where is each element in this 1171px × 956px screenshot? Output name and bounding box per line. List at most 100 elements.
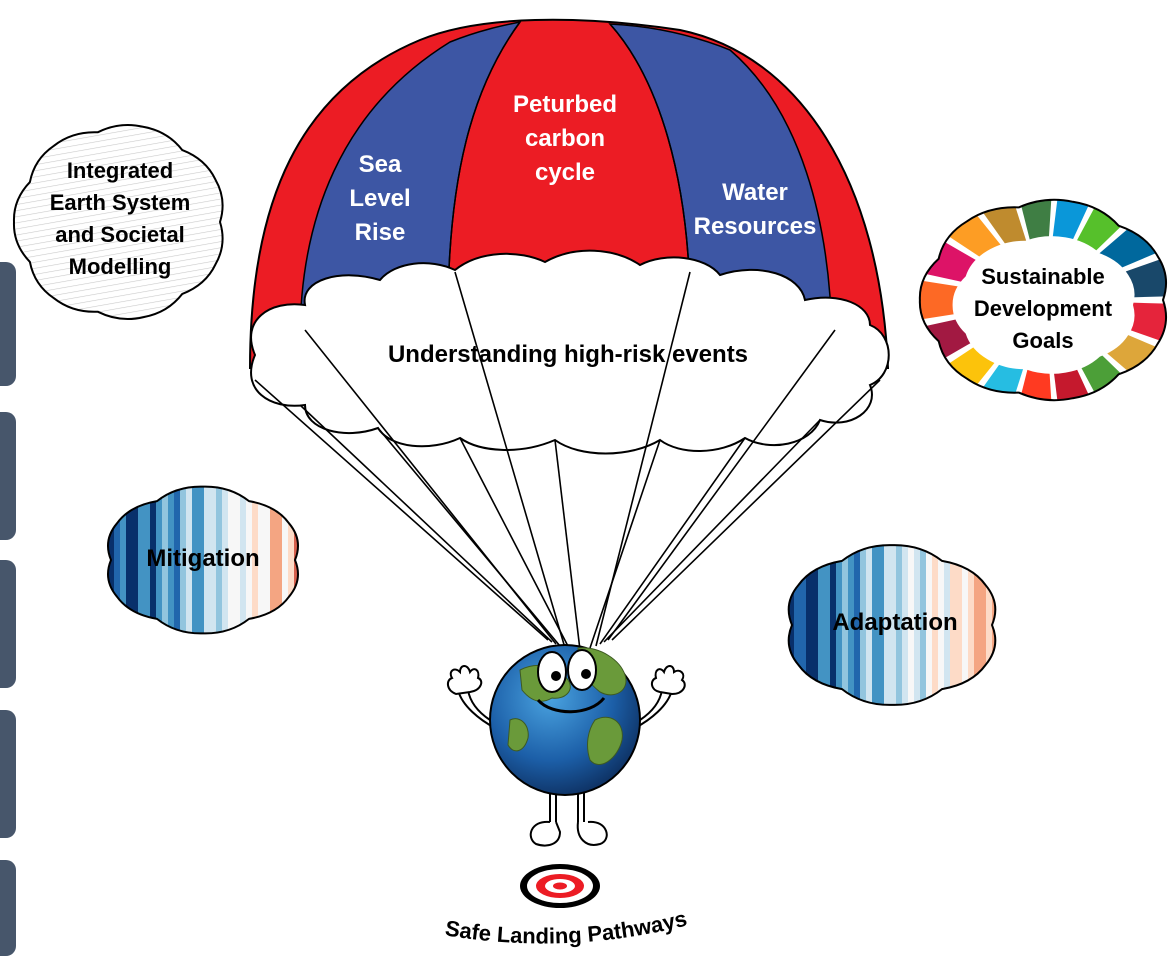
warming-stripe xyxy=(198,486,205,634)
warming-stripe xyxy=(162,486,169,634)
warming-stripe xyxy=(860,545,867,705)
warming-stripe xyxy=(288,486,295,634)
cloud-mitigation: Mitigation xyxy=(90,470,325,655)
warming-stripe xyxy=(836,545,843,705)
warming-stripe xyxy=(168,486,175,634)
warming-stripe xyxy=(282,486,289,634)
warming-stripe xyxy=(980,545,987,705)
warming-stripe xyxy=(216,486,223,634)
warming-stripe xyxy=(974,545,981,705)
warming-stripe xyxy=(192,486,199,634)
warming-stripe xyxy=(90,470,97,655)
warming-stripe xyxy=(252,486,259,634)
warming-stripe xyxy=(914,545,921,705)
label-modelling-3: and Societal xyxy=(55,222,185,247)
warming-stripe xyxy=(938,545,945,705)
warming-stripe xyxy=(108,486,115,634)
label-carbon-cycle-2: carbon xyxy=(525,125,605,152)
canopy-panel-center xyxy=(447,21,691,301)
warming-stripe xyxy=(770,530,777,720)
cloud-adaptation: Adaptation xyxy=(770,530,1005,720)
warming-stripe xyxy=(944,545,951,705)
warming-stripe xyxy=(806,545,813,705)
label-carbon-cycle-3: cycle xyxy=(535,159,595,186)
warming-stripe xyxy=(300,470,307,655)
warming-stripe xyxy=(246,486,253,634)
side-tab-2[interactable] xyxy=(0,412,16,540)
left-eye xyxy=(537,651,567,693)
warming-stripe xyxy=(854,545,861,705)
label-modelling-1: Integrated xyxy=(67,158,173,183)
label-sea-level-rise-1: Sea xyxy=(359,151,402,178)
warming-stripe xyxy=(962,545,969,705)
warming-stripe xyxy=(107,486,109,634)
target-icon xyxy=(520,864,600,908)
warming-stripe xyxy=(872,545,879,705)
side-tab-3[interactable] xyxy=(0,560,16,688)
warming-stripe xyxy=(96,470,103,655)
warming-stripe xyxy=(932,545,939,705)
label-sea-level-rise-3: Rise xyxy=(355,219,406,246)
legs xyxy=(549,780,585,826)
warming-stripe xyxy=(926,545,933,705)
warming-stripe xyxy=(884,545,891,705)
earth-character xyxy=(446,644,686,847)
warming-stripe xyxy=(794,545,801,705)
warming-stripe xyxy=(986,545,993,705)
left-foot xyxy=(529,820,562,847)
label-mitigation: Mitigation xyxy=(146,545,259,572)
warming-stripe xyxy=(210,486,217,634)
canopy-skirt xyxy=(250,249,890,455)
side-tab-1[interactable] xyxy=(0,262,16,386)
warming-stripe xyxy=(890,545,897,705)
warming-stripe xyxy=(276,486,283,634)
warming-stripe xyxy=(114,486,121,634)
warming-stripe xyxy=(126,486,133,634)
side-tab-4[interactable] xyxy=(0,710,16,838)
warming-stripe xyxy=(776,530,783,720)
label-carbon-cycle-1: Peturbed xyxy=(513,91,617,118)
warming-stripe xyxy=(144,486,151,634)
warming-stripe xyxy=(306,470,313,655)
warming-stripe xyxy=(186,486,193,634)
warming-stripe xyxy=(800,545,807,705)
warming-stripe xyxy=(956,545,963,705)
warming-stripe xyxy=(312,470,319,655)
label-sdg-2: Development xyxy=(974,296,1113,321)
warming-stripe xyxy=(782,530,789,720)
warming-stripe xyxy=(818,545,825,705)
label-modelling-2: Earth System xyxy=(50,190,191,215)
warming-stripe xyxy=(132,486,139,634)
warming-stripe xyxy=(830,545,837,705)
warming-stripe xyxy=(842,545,849,705)
warming-stripe xyxy=(156,486,163,634)
warming-stripe xyxy=(234,486,241,634)
warming-stripe xyxy=(920,545,927,705)
warming-stripe xyxy=(902,545,909,705)
warming-stripe xyxy=(968,545,975,705)
right-foot xyxy=(576,820,608,846)
right-pupil xyxy=(581,669,591,679)
warming-stripe xyxy=(318,470,325,655)
warming-stripe xyxy=(950,545,957,705)
right-eye xyxy=(567,649,597,691)
warming-stripe xyxy=(258,486,265,634)
warming-stripe xyxy=(228,486,235,634)
warming-stripe xyxy=(896,545,903,705)
label-water-resources-2: Resources xyxy=(694,213,817,240)
label-high-risk-events: Understanding high-risk events xyxy=(388,341,748,368)
side-tab-5[interactable] xyxy=(0,860,16,956)
label-modelling-4: Modelling xyxy=(69,254,172,279)
label-sdg-1: Sustainable xyxy=(981,264,1104,289)
warming-stripe xyxy=(204,486,211,634)
label-sea-level-rise-2: Level xyxy=(349,185,410,212)
warming-stripe xyxy=(180,486,187,634)
right-hand xyxy=(650,665,686,696)
warming-stripe xyxy=(848,545,855,705)
warming-stripe xyxy=(120,486,127,634)
warming-stripe xyxy=(222,486,229,634)
warming-stripe xyxy=(908,545,915,705)
left-pupil xyxy=(551,671,561,681)
warming-stripe xyxy=(998,530,1005,720)
